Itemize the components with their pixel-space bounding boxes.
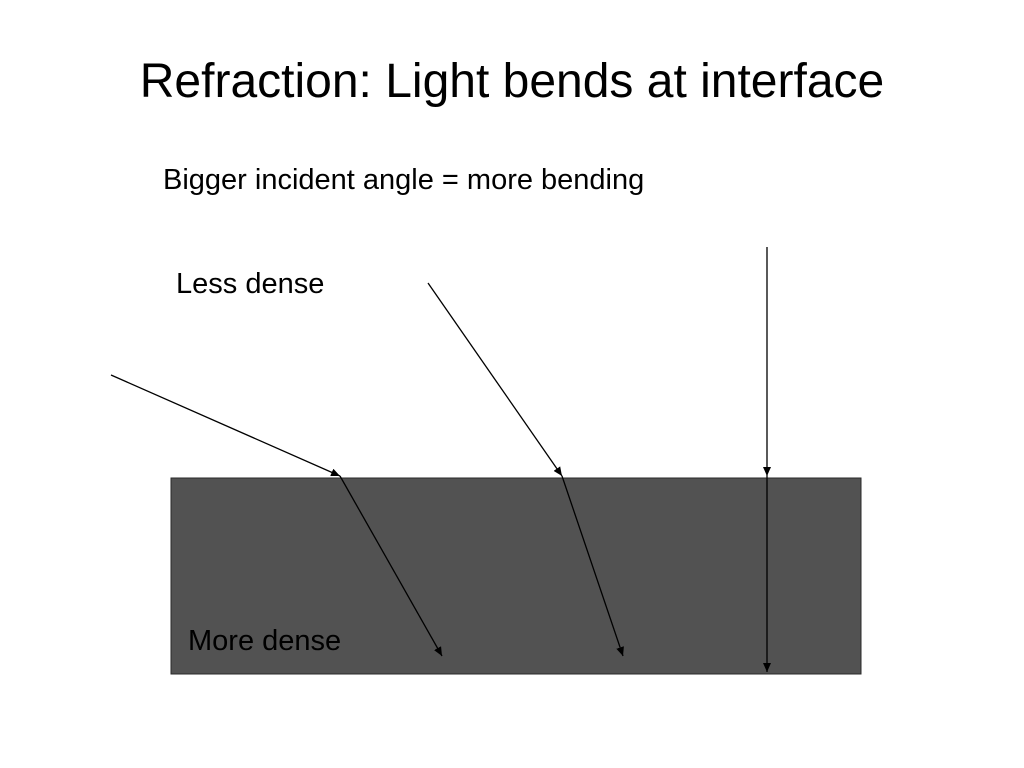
slide-subtitle: Bigger incident angle = more bending — [163, 164, 645, 196]
large-incidence-ray — [110, 374, 443, 657]
incident-ray-segment — [110, 374, 341, 477]
slide-title: Refraction: Light bends at interface — [139, 55, 885, 108]
refracted-ray-segment — [561, 475, 624, 657]
refracted-ray-segment — [339, 475, 443, 657]
medium-incidence-ray — [427, 282, 624, 657]
dense-medium-block — [170, 477, 862, 675]
more-dense-label: More dense — [188, 625, 341, 657]
less-dense-label: Less dense — [176, 268, 324, 300]
incident-ray-segment — [427, 282, 563, 477]
